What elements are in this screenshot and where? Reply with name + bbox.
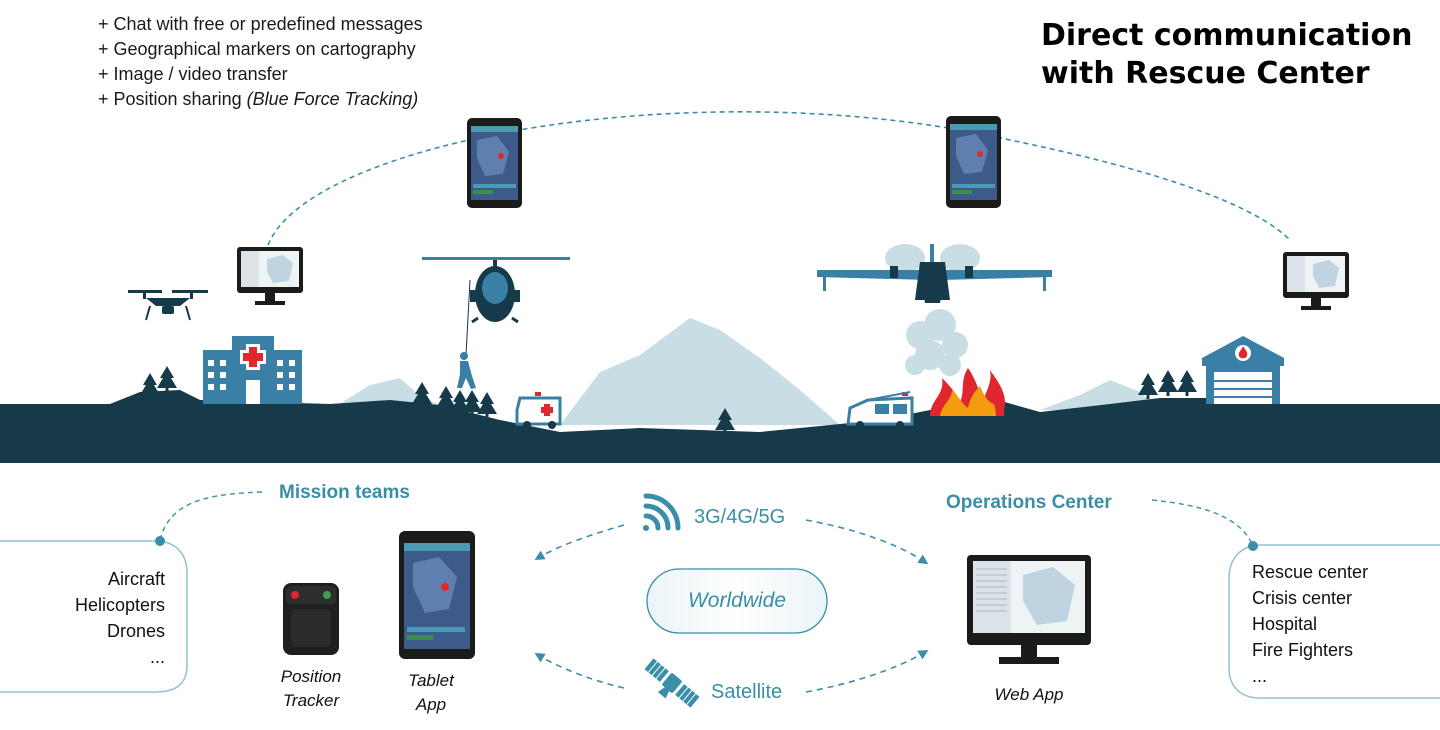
headline-line-1: Direct communication	[1041, 18, 1413, 53]
list-item: Drones	[106, 621, 165, 641]
list-item: Aircraft	[107, 569, 165, 589]
headline: Direct communication with Rescue Center	[1041, 17, 1412, 93]
fire-truck-icon	[846, 391, 914, 429]
feature-item: + Chat with free or predefined messages	[98, 14, 423, 34]
tablet-label-line-2: App	[415, 695, 447, 714]
smartphone-icon	[467, 118, 522, 208]
rescuer-icon	[457, 352, 476, 389]
list-item: Hospital	[1252, 614, 1318, 634]
tablet-label-line-1: Tablet	[408, 671, 454, 690]
helicopter-icon	[422, 257, 570, 356]
mission-list: Aircraft Helicopters Drones ...	[40, 566, 165, 670]
mission-teams-title: Mission teams	[279, 482, 410, 503]
connection-arc-top	[267, 111, 1291, 246]
list-item: Helicopters	[74, 595, 165, 615]
desktop-monitor-icon	[237, 247, 303, 305]
satellite-icon	[644, 658, 700, 708]
feature-list: + Chat with free or predefined messages …	[98, 12, 423, 112]
arrow-cellular-left	[534, 524, 625, 561]
mission-bracket	[0, 540, 188, 693]
desktop-monitor-icon	[967, 555, 1091, 664]
tablet-icon	[399, 531, 475, 659]
arrow-satellite-right	[805, 649, 929, 693]
mission-connector-dot	[155, 536, 165, 546]
arrow-satellite-left	[534, 652, 625, 689]
list-item: ...	[1252, 666, 1268, 686]
tablet-label: Tablet App	[381, 669, 481, 730]
feature-item: + Geographical markers on cartography	[98, 39, 416, 59]
signal-icon	[643, 493, 681, 531]
mission-connector	[159, 491, 263, 541]
fire-icon	[930, 368, 1006, 416]
hospital-icon	[203, 336, 302, 404]
satellite-label: Satellite	[711, 681, 783, 703]
operations-list: Rescue center Crisis center Hospital Fir…	[1252, 559, 1368, 689]
drone-icon	[128, 290, 208, 321]
tracker-label-line-2: Tracker	[282, 691, 340, 710]
list-item: ...	[149, 647, 165, 667]
operations-center-title: Operations Center	[946, 492, 1112, 513]
worldwide-label: Worldwide	[687, 589, 787, 612]
operations-connector-dot	[1248, 541, 1258, 551]
list-item: Crisis center	[1252, 588, 1353, 608]
ambulance-icon	[515, 392, 562, 429]
feature-item: + Image / video transfer	[98, 64, 288, 84]
operations-connector	[1151, 499, 1254, 547]
list-item: Fire Fighters	[1252, 640, 1354, 660]
water-bomber-icon	[817, 244, 1052, 303]
cellular-label: 3G/4G/5G	[694, 506, 786, 528]
fire-station-icon	[1202, 336, 1284, 404]
desktop-monitor-icon	[1283, 252, 1349, 310]
arrow-cellular-right	[805, 519, 929, 565]
headline-line-2: with Rescue Center	[1041, 56, 1370, 91]
smoke-icon	[905, 309, 968, 376]
webapp-label: Web App	[994, 685, 1064, 704]
smartphone-icon	[946, 116, 1001, 208]
position-tracker-icon	[283, 583, 339, 655]
feature-item: + Position sharing (Blue Force Tracking)	[98, 89, 419, 109]
tracker-label: Position Tracker	[261, 665, 361, 713]
worldwide-pill	[646, 568, 828, 634]
list-item: Rescue center	[1252, 562, 1369, 582]
ground	[0, 390, 1440, 463]
tracker-label-line-1: Position	[280, 667, 342, 686]
